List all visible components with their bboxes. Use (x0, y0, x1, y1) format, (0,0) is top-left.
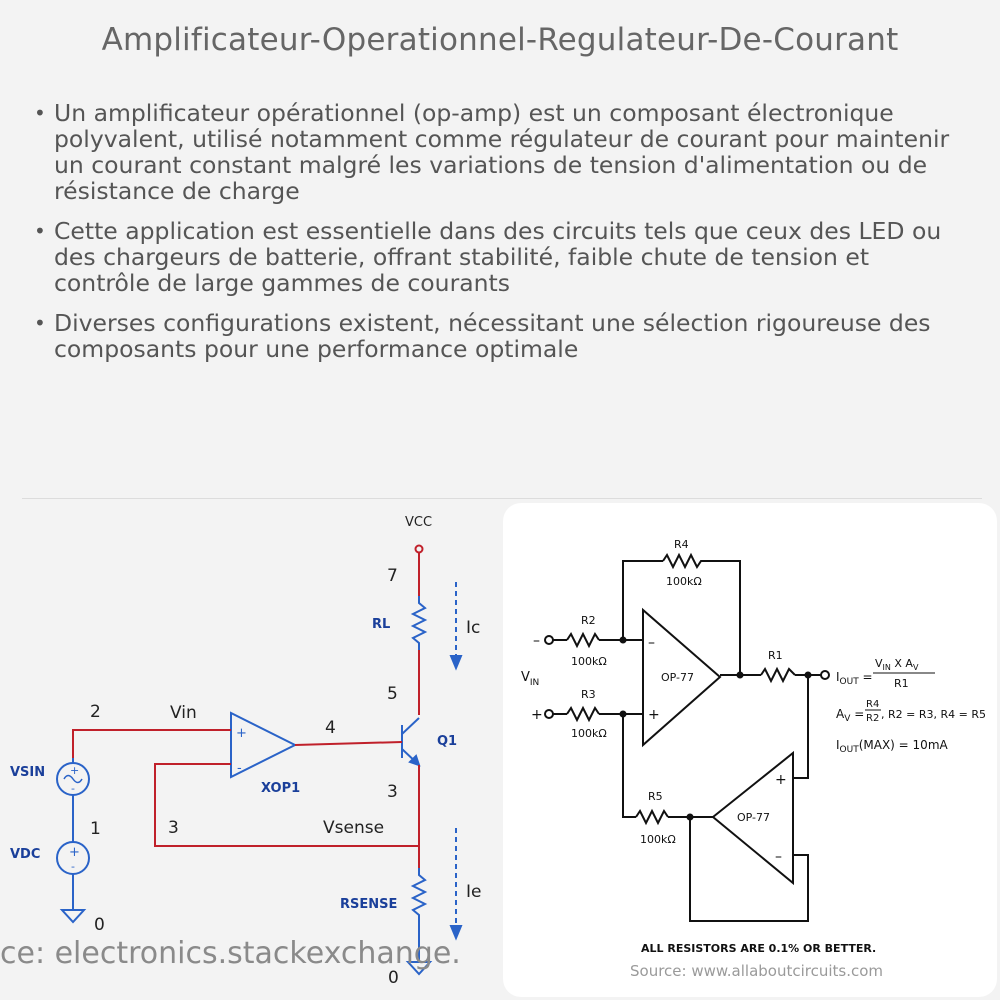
op77-upper (642, 607, 722, 748)
av-lhs: AV = (836, 707, 864, 724)
rl-resistor (410, 596, 428, 650)
page-title: Amplificateur-Operationnel-Regulateur-De… (101, 22, 899, 58)
xop1-opamp (230, 711, 298, 779)
vsense-label: Vsense (323, 818, 384, 838)
opamp-plus: + (236, 726, 247, 741)
bullet-item: Cette application est essentielle dans d… (32, 218, 972, 296)
q1-label: Q1 (437, 734, 457, 749)
divider (22, 498, 982, 499)
bullet-item: Diverses configurations existent, nécess… (32, 310, 972, 362)
current-regulator-schematic: + - + - + - VCC 7 5 2 Vin 4 3 1 3 Vsense… (10, 515, 481, 988)
iout-denominator: R1 (894, 677, 909, 690)
r5-label: R5 (648, 790, 663, 803)
op-lower-minus: – (775, 849, 782, 865)
howland-pump-panel (503, 503, 997, 997)
r2-label: R2 (581, 614, 596, 627)
q1-transistor (401, 717, 421, 767)
vdc-source (56, 841, 90, 910)
r4-value: 100kΩ (666, 575, 702, 588)
source-credit-right: Source: www.allaboutcircuits.com (630, 962, 884, 980)
r5-value: 100kΩ (640, 833, 676, 846)
op-upper-minus: – (648, 635, 655, 651)
node-5: 5 (387, 684, 398, 704)
ground-rsense (405, 924, 433, 976)
av-numerator: R4 (866, 699, 879, 710)
opamp-minus: - (237, 761, 242, 776)
ground-0-right: 0 (388, 968, 399, 988)
xop1-label: XOP1 (261, 781, 300, 796)
iout-eq-lhs: IOUT = (836, 670, 873, 687)
vin-plus: + (531, 707, 543, 723)
vin-label: VIN (521, 670, 539, 688)
ic-arrow (449, 582, 463, 671)
node-4: 4 (325, 718, 336, 738)
op77-upper-label: OP-77 (661, 671, 694, 684)
ground-vdc (59, 909, 87, 924)
rsense-label: RSENSE (340, 897, 397, 912)
op-lower-plus: + (775, 772, 787, 788)
op77-lower (711, 750, 794, 886)
vsin-source (56, 758, 90, 842)
vdc-minus: - (71, 860, 75, 873)
rl-label: RL (372, 617, 390, 632)
ground-0-left: 0 (94, 915, 105, 935)
node-7: 7 (387, 566, 398, 586)
op77-lower-label: OP-77 (737, 811, 770, 824)
av-denominator: R2 (866, 713, 879, 724)
node-3-left: 3 (168, 818, 179, 838)
r3-value: 100kΩ (571, 727, 607, 740)
vcc-label: VCC (405, 515, 432, 530)
vsin-plus: + (70, 764, 79, 777)
vsin-label: VSIN (10, 765, 45, 780)
node-2: 2 (90, 702, 101, 722)
op-upper-plus: + (648, 707, 660, 723)
vcc-terminal (414, 544, 424, 554)
vin-label: Vin (170, 703, 197, 723)
iout-terminal (820, 670, 830, 680)
rsense-resistor (410, 868, 428, 924)
node-3-top: 3 (387, 782, 398, 802)
howland-current-pump-schematic: R4 100kΩ R2 100kΩ R3 100kΩ R5 100kΩ R1 O… (521, 538, 986, 955)
r4-label: R4 (674, 538, 689, 551)
bullet-list: Un amplificateur opérationnel (op-amp) e… (32, 100, 972, 376)
node-1: 1 (90, 819, 101, 839)
vin-minus: – (533, 633, 540, 649)
r1-resistor (760, 666, 796, 684)
r1-label: R1 (768, 649, 783, 662)
vdc-label: VDC (10, 847, 40, 862)
source-credit-left: ce: electronics.stackexchange. (0, 936, 461, 971)
iout-max: IOUT(MAX) = 10mA (836, 738, 949, 755)
r3-label: R3 (581, 688, 596, 701)
ie-label: Ie (466, 882, 481, 902)
r2-value: 100kΩ (571, 655, 607, 668)
resistor-tolerance-note: ALL RESISTORS ARE 0.1% OR BETTER. (641, 942, 876, 955)
vsin-minus: - (71, 782, 75, 795)
r4-resistor (662, 552, 705, 570)
av-rest: , R2 = R3, R4 = R5 (881, 708, 986, 721)
bullet-item: Un amplificateur opérationnel (op-amp) e… (32, 100, 972, 204)
vdc-plus: + (69, 845, 80, 860)
iout-numerator: VIN X AV (875, 657, 919, 672)
ie-arrow (449, 828, 463, 941)
ic-label: Ic (466, 618, 480, 638)
